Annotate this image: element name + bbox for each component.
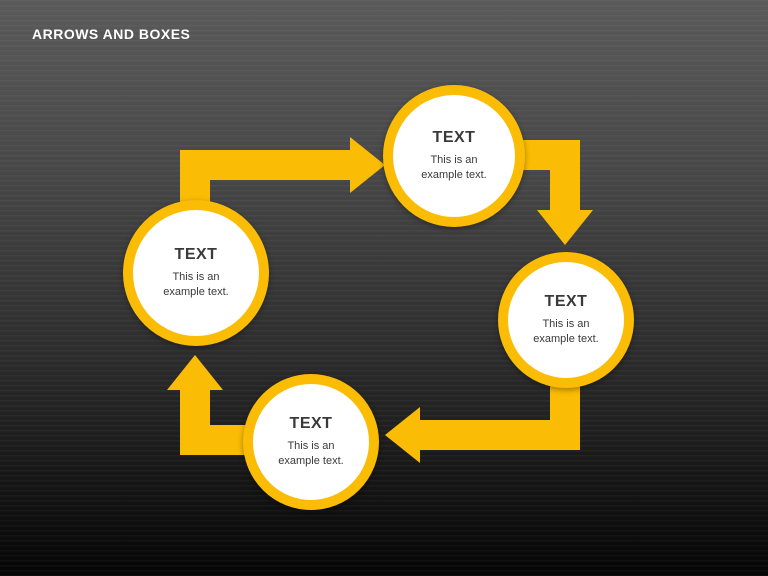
node-description: This is an example text.	[533, 318, 599, 345]
node-title: TEXT	[174, 246, 218, 264]
node-circle-right: TEXT This is an example text.	[498, 252, 634, 388]
node-title: TEXT	[544, 293, 588, 311]
node-description: This is an example text.	[163, 271, 229, 298]
arrow-up-head-icon	[167, 355, 223, 390]
node-description: This is an example text.	[278, 440, 344, 467]
node-description: This is an example text.	[421, 154, 487, 181]
node-circle-bottom: TEXT This is an example text.	[243, 374, 379, 510]
arrow-top-to-right-vertical-arm	[550, 140, 580, 210]
node-circle-top: TEXT This is an example text.	[383, 85, 525, 227]
node-title: TEXT	[289, 415, 333, 433]
arrow-bottom-to-left-vertical-arm	[180, 390, 210, 455]
arrow-right-head-icon	[350, 137, 385, 193]
arrow-down-head-icon	[537, 210, 593, 245]
arrow-left-head-icon	[385, 407, 420, 463]
node-title: TEXT	[432, 129, 476, 147]
slide-title: ARROWS AND BOXES	[32, 26, 191, 42]
arrow-left-to-top-horizontal-arm	[180, 150, 350, 180]
node-circle-left: TEXT This is an example text.	[123, 200, 269, 346]
arrow-right-to-bottom-horizontal-arm	[420, 420, 580, 450]
